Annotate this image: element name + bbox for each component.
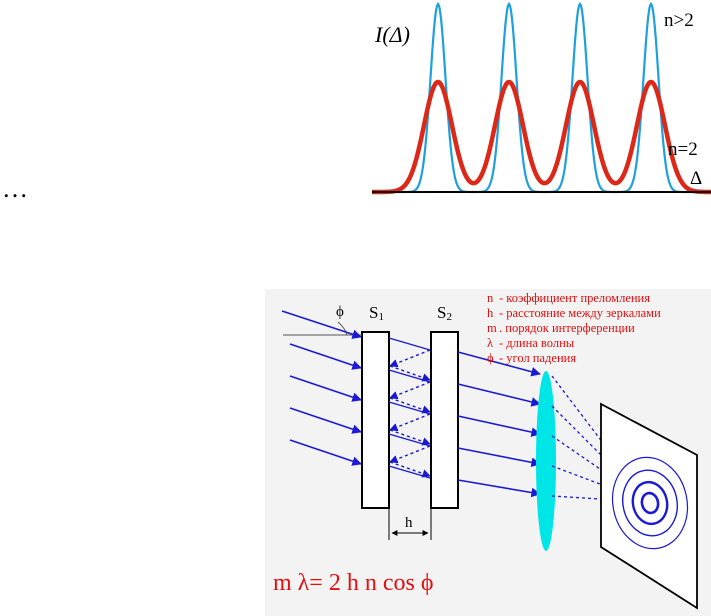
legend-text: . порядок интерференции — [499, 321, 635, 335]
legend-symbol: h — [487, 306, 494, 320]
y-axis-label: I(Δ) — [374, 22, 410, 47]
legend-symbol: m — [487, 321, 497, 335]
reflected-rays — [388, 337, 431, 479]
transmitted-rays — [457, 351, 541, 498]
curve-n-equals-2 — [370, 79, 711, 195]
x-axis-label: Δ — [690, 168, 702, 189]
intensity-plot: I(Δ) n>2 n=2 Δ — [370, 1, 711, 195]
focusing-lens — [536, 371, 556, 551]
legend-symbol: ϕ — [487, 351, 494, 365]
incident-rays — [281, 310, 362, 466]
angle-label: ϕ — [336, 304, 344, 320]
angle-arc — [337, 321, 348, 336]
legend-text: - расстояние между зеркалами — [499, 306, 661, 320]
mirror-s1-label: S1 — [369, 303, 384, 323]
fabry-perot-formula: m λ= 2 h n cos ϕ — [273, 570, 433, 596]
fabry-perot-diagram: S1 S2 ϕ — [265, 289, 711, 616]
legend-text: - угол падения — [499, 351, 576, 365]
symbol-legend: n - коэффициент преломления h - расстояние … — [487, 291, 661, 365]
legend-text: - длина волны — [499, 336, 575, 350]
legend-text: - коэффициент преломления — [499, 291, 650, 305]
legend-symbol: λ — [487, 336, 493, 350]
curve-low-label: n=2 — [668, 139, 698, 160]
mirror-s2-label: S2 — [437, 303, 452, 323]
mirror-s2 — [430, 331, 459, 509]
ellipsis-text: … — [2, 174, 29, 203]
gap-label: h — [405, 515, 413, 531]
interference-rings — [611, 456, 689, 550]
legend-symbol: n — [487, 291, 494, 305]
projection-screen — [600, 402, 698, 610]
curve-high-label: n>2 — [664, 10, 694, 31]
mirror-s1 — [361, 331, 390, 509]
